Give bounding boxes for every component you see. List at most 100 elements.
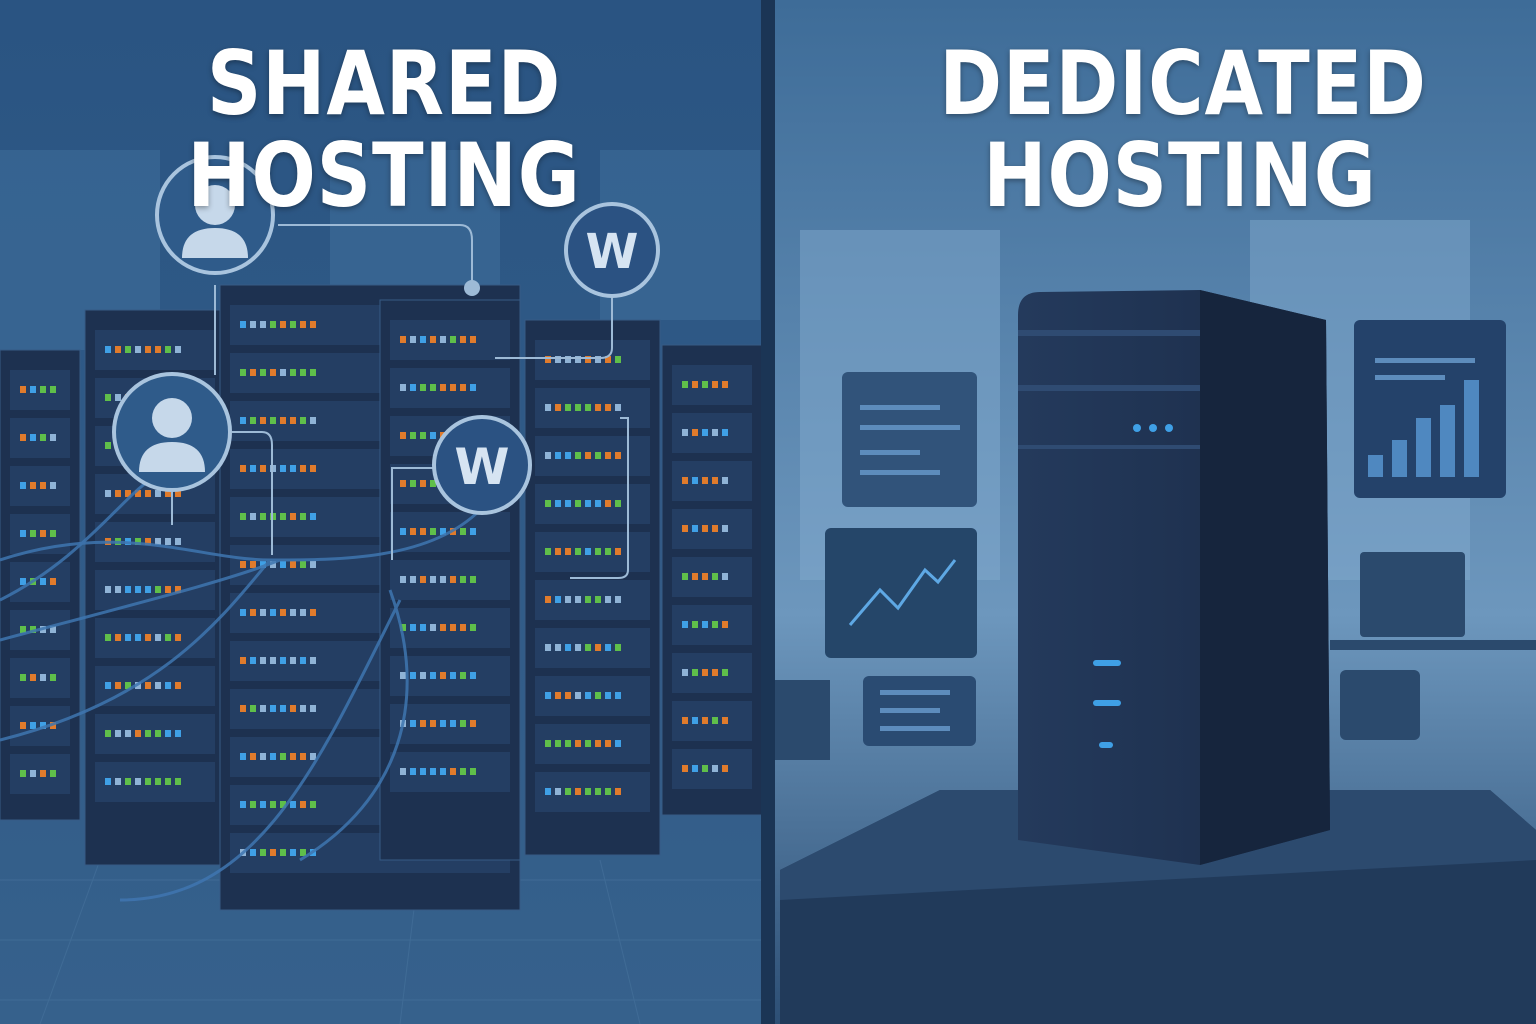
status-led	[410, 480, 416, 487]
status-led	[722, 477, 728, 484]
status-led	[712, 381, 718, 388]
status-led	[692, 525, 698, 532]
status-led	[290, 849, 296, 856]
status-led	[300, 753, 306, 760]
server-unit	[535, 628, 650, 668]
status-led	[240, 321, 246, 328]
status-led	[565, 692, 571, 699]
status-led	[300, 369, 306, 376]
status-led	[300, 321, 306, 328]
status-led	[430, 528, 436, 535]
status-led	[270, 753, 276, 760]
status-led	[105, 778, 111, 785]
status-led	[250, 753, 256, 760]
status-led	[125, 682, 131, 689]
status-led	[692, 477, 698, 484]
status-led	[585, 404, 591, 411]
status-led	[702, 621, 708, 628]
status-led	[165, 778, 171, 785]
status-led	[692, 621, 698, 628]
status-led	[450, 768, 456, 775]
status-led	[555, 644, 561, 651]
bar-chart-panel	[1354, 320, 1506, 498]
status-led	[250, 561, 256, 568]
status-led	[615, 596, 621, 603]
status-led	[702, 573, 708, 580]
status-led	[565, 740, 571, 747]
status-led	[155, 538, 161, 545]
status-led	[290, 753, 296, 760]
status-led	[565, 644, 571, 651]
status-led	[430, 720, 436, 727]
status-led	[595, 596, 601, 603]
status-led	[145, 778, 151, 785]
status-led	[615, 452, 621, 459]
status-led	[50, 770, 56, 777]
status-led	[605, 596, 611, 603]
status-led	[250, 705, 256, 712]
status-led	[250, 609, 256, 616]
status-led	[585, 356, 591, 363]
status-led	[702, 717, 708, 724]
status-led	[545, 500, 551, 507]
status-led	[310, 561, 316, 568]
status-led	[400, 384, 406, 391]
status-led	[310, 705, 316, 712]
user-icon	[112, 372, 232, 492]
status-led	[450, 384, 456, 391]
status-led	[300, 705, 306, 712]
status-led	[555, 548, 561, 555]
status-led	[175, 730, 181, 737]
status-led	[310, 369, 316, 376]
status-led	[135, 538, 141, 545]
status-led	[722, 573, 728, 580]
status-led	[682, 669, 688, 676]
status-led	[555, 692, 561, 699]
status-led	[115, 778, 121, 785]
status-led	[290, 561, 296, 568]
status-led	[280, 849, 286, 856]
status-led	[615, 404, 621, 411]
status-led	[595, 404, 601, 411]
status-led	[20, 386, 26, 393]
status-led	[105, 730, 111, 737]
status-led	[145, 490, 151, 497]
status-led	[290, 321, 296, 328]
status-led	[290, 609, 296, 616]
network-cables	[0, 478, 482, 902]
status-led	[145, 682, 151, 689]
status-led	[420, 384, 426, 391]
status-led	[575, 596, 581, 603]
status-led	[145, 586, 151, 593]
status-led	[615, 740, 621, 747]
status-led	[50, 434, 56, 441]
status-led	[165, 538, 171, 545]
status-led	[50, 674, 56, 681]
status-led	[575, 692, 581, 699]
dedicated-hosting-title: DEDICATED HOSTING	[939, 37, 1426, 223]
status-led	[300, 513, 306, 520]
status-led	[250, 321, 256, 328]
status-led	[280, 753, 286, 760]
status-led	[565, 548, 571, 555]
status-led	[250, 369, 256, 376]
status-led	[682, 765, 688, 772]
status-led	[545, 788, 551, 795]
connection-node	[464, 280, 480, 296]
status-led	[565, 596, 571, 603]
status-led	[240, 753, 246, 760]
status-led	[420, 576, 426, 583]
status-led	[545, 740, 551, 747]
status-led	[145, 634, 151, 641]
status-led	[702, 429, 708, 436]
status-led	[545, 452, 551, 459]
status-led	[250, 801, 256, 808]
status-led	[280, 369, 286, 376]
status-led	[135, 586, 141, 593]
status-led	[105, 634, 111, 641]
status-led	[300, 609, 306, 616]
status-led	[175, 490, 181, 497]
status-led	[585, 548, 591, 555]
status-led	[712, 573, 718, 580]
